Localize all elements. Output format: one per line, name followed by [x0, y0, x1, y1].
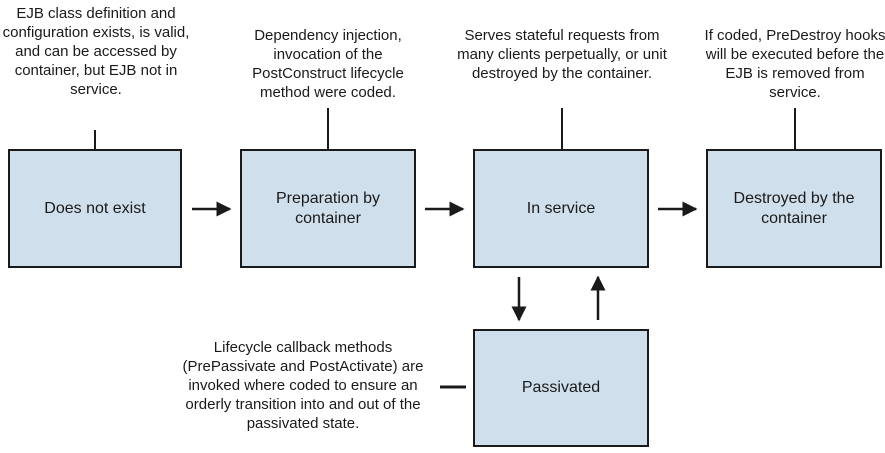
state-does-not-exist: Does not exist	[8, 149, 182, 268]
state-does-not-exist-label: Does not exist	[44, 199, 146, 217]
note-in-service-text: Serves stateful requests from many clien…	[457, 27, 667, 82]
state-destroyed-label: Destroyed by the container	[733, 189, 855, 227]
note-passivated-text: Lifecycle callback methods (PrePassivate…	[182, 339, 424, 432]
note-passivated: Lifecycle callback methods (PrePassivate…	[172, 338, 434, 433]
state-passivated: Passivated	[473, 329, 649, 447]
state-destroyed: Destroyed by the container	[706, 149, 882, 268]
note-in-service: Serves stateful requests from many clien…	[450, 26, 674, 83]
note-does-not-exist: EJB class definition and configuration e…	[0, 4, 192, 99]
note-destroyed-text: If coded, PreDestroy hooks will be execu…	[704, 27, 885, 101]
note-preparation-text: Dependency injection, invocation of the …	[252, 27, 404, 101]
note-does-not-exist-text: EJB class definition and configuration e…	[2, 5, 190, 98]
state-preparation: Preparation by container	[240, 149, 416, 268]
note-preparation: Dependency injection, invocation of the …	[228, 26, 428, 102]
state-passivated-label: Passivated	[521, 379, 601, 396]
state-in-service: In service	[473, 149, 649, 268]
state-in-service-label: In service	[526, 199, 596, 217]
state-preparation-label: Preparation by container	[275, 189, 381, 227]
note-destroyed: If coded, PreDestroy hooks will be execu…	[700, 26, 885, 102]
